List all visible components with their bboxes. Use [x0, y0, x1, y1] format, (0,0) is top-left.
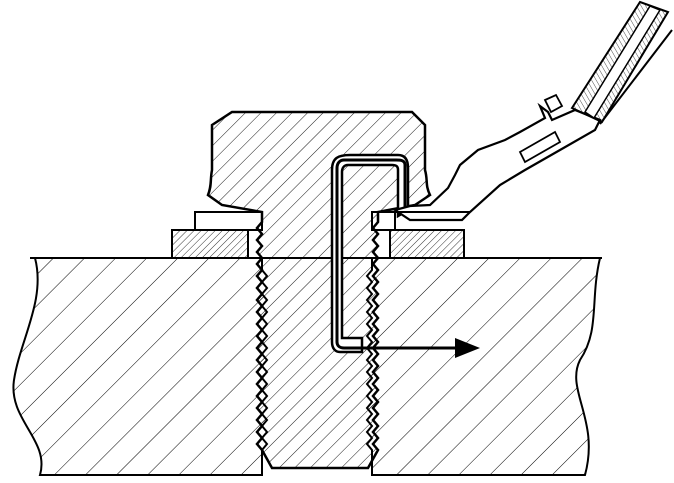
- bolt-internal-channel: [330, 153, 410, 354]
- cable-lug: [392, 102, 602, 222]
- washer-left: [171, 229, 249, 259]
- bolt: [206, 110, 432, 470]
- lug-tab: [543, 93, 564, 114]
- base-plate-left: [12, 257, 269, 476]
- cable-conductor: [583, 5, 662, 120]
- arrow-right-icon: [455, 338, 480, 358]
- current-flow-path: [335, 158, 460, 350]
- washer-right: [389, 229, 465, 259]
- lug-crimp-barrel: [518, 130, 562, 164]
- base-plate-right: [365, 257, 602, 476]
- cable-outer-line: [599, 29, 673, 125]
- spacer-ring: [194, 211, 263, 231]
